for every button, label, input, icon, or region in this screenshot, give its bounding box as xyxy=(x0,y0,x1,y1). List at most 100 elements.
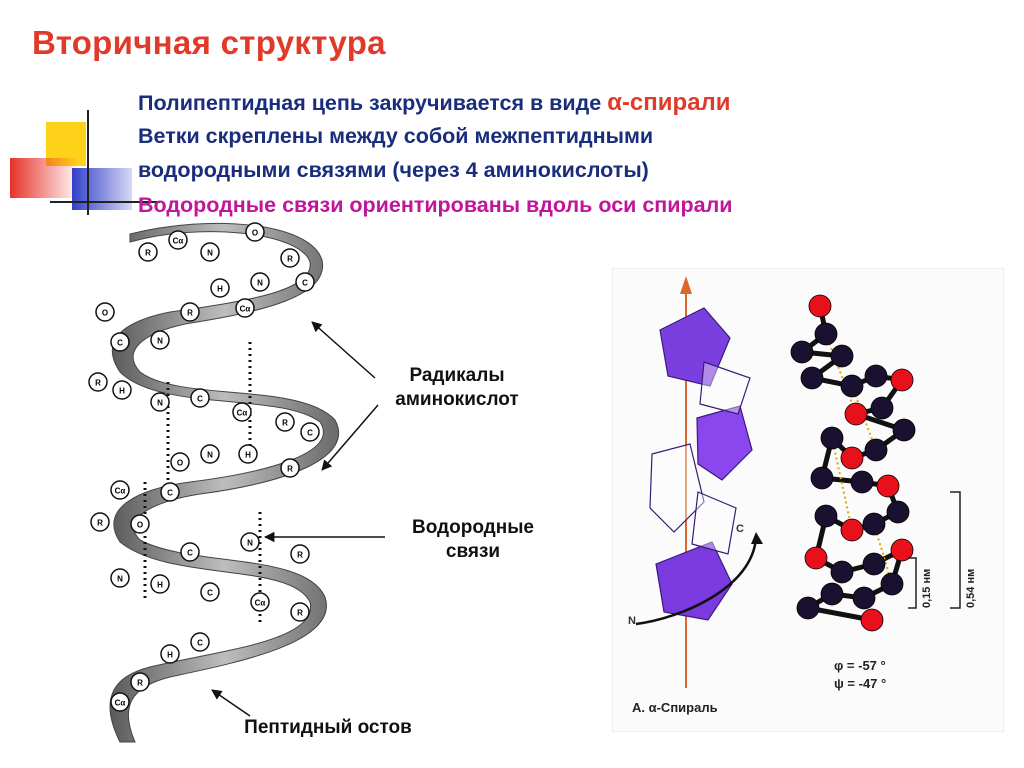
atom xyxy=(190,632,210,652)
atom-letter: Cα xyxy=(115,487,126,496)
atom xyxy=(160,644,180,664)
atom xyxy=(150,330,170,350)
atom xyxy=(150,392,170,412)
bullet-line-2: Ветки скреплены между собой межпептидным… xyxy=(138,124,654,148)
atom-letter: H xyxy=(245,451,251,460)
bullet-line-4: Водородные связи ориентированы вдоль оси… xyxy=(138,193,733,217)
oxygen-atom xyxy=(808,294,832,318)
atom-letter: N xyxy=(157,399,163,408)
atom xyxy=(232,402,252,422)
carbon-atom xyxy=(892,418,916,442)
oxygen-atom xyxy=(804,546,828,570)
atom xyxy=(170,452,190,472)
atom xyxy=(210,278,230,298)
atom xyxy=(90,512,110,532)
figure-caption: А. α-Спираль xyxy=(632,700,718,715)
bullet-line-3: водородными связями (через 4 аминокислот… xyxy=(138,158,649,182)
peptide-planes xyxy=(649,307,753,621)
atom-letter: C xyxy=(117,339,123,348)
dimension-brackets xyxy=(908,491,961,609)
dim-015: 0,15 нм xyxy=(921,569,933,608)
plane-4 xyxy=(699,361,751,415)
atom xyxy=(238,444,258,464)
atom-letter: R xyxy=(297,551,303,560)
hydrogen-bond-dotted xyxy=(825,333,857,415)
atom xyxy=(250,272,270,292)
atom xyxy=(130,672,150,692)
atom xyxy=(190,388,210,408)
atom xyxy=(250,592,270,612)
carbon-atom xyxy=(820,582,844,606)
plane-3 xyxy=(655,541,733,621)
oxygen-atom xyxy=(840,446,864,470)
carbon-atom xyxy=(852,586,876,610)
plane-2 xyxy=(696,405,753,481)
atom-letter: C xyxy=(302,279,308,288)
atom xyxy=(110,692,130,712)
carbon-atom xyxy=(810,466,834,490)
psi-angle: ψ = -47 ° xyxy=(834,676,886,691)
label-hydrogen-bonds: Водородные связи xyxy=(411,517,535,562)
ball-and-stick-model xyxy=(790,294,916,632)
atom-letter: Cα xyxy=(240,305,251,314)
plane-1 xyxy=(659,307,731,387)
bullet-line-1-text: Полипептидная цепь закручивается в виде xyxy=(138,91,608,115)
atom-letter: H xyxy=(157,581,163,590)
carbon-atom xyxy=(862,552,886,576)
carbon-atom xyxy=(790,340,814,364)
oxygen-atom xyxy=(860,608,884,632)
atom-letter: R xyxy=(187,309,193,318)
atom-letter: H xyxy=(119,387,125,396)
atom-letter: R xyxy=(95,379,101,388)
atom xyxy=(290,602,310,622)
atom xyxy=(110,480,130,500)
carbon-atom xyxy=(864,438,888,462)
atom xyxy=(290,544,310,564)
atom xyxy=(180,302,200,322)
atom-letter: R xyxy=(97,519,103,528)
atom xyxy=(168,230,188,250)
oxygen-atom xyxy=(876,474,900,498)
atom-letter: R xyxy=(297,609,303,618)
carbon-atom xyxy=(830,560,854,584)
carbon-atom xyxy=(814,504,838,528)
phi-angle: φ = -57 ° xyxy=(834,658,886,673)
carbon-atom xyxy=(840,374,864,398)
atom-letter: Cα xyxy=(255,599,266,608)
atom-letter: C xyxy=(207,589,213,598)
atom-letter: R xyxy=(287,465,293,474)
atom xyxy=(280,458,300,478)
atom-letter: Cα xyxy=(173,237,184,246)
atom-letter: C xyxy=(197,395,203,404)
atom xyxy=(160,482,180,502)
atom-letter: C xyxy=(187,549,193,558)
carbon-atom xyxy=(864,364,888,388)
atom xyxy=(300,422,320,442)
label-c-terminus: C xyxy=(736,523,744,535)
blue-square xyxy=(72,168,132,210)
atom xyxy=(200,242,220,262)
rotation-arrow xyxy=(635,537,758,626)
label-radicals: Радикалы аминокислот xyxy=(395,365,519,410)
plane-5 xyxy=(649,443,705,533)
atom xyxy=(130,514,150,534)
atom xyxy=(138,242,158,262)
red-square xyxy=(10,158,80,198)
atom xyxy=(280,248,300,268)
atom-letter: H xyxy=(167,651,173,660)
atom-letter: N xyxy=(207,451,213,460)
carbon-atom xyxy=(886,500,910,524)
slide-title: Вторичная структура xyxy=(32,24,386,61)
oxygen-atom xyxy=(844,402,868,426)
alpha-helix-figure: N C 0,15 нм 0,54 нм φ = -57 ° ψ = -47 ° … xyxy=(612,268,1004,732)
alpha-helix-emphasis: α-спирали xyxy=(607,89,731,116)
atom-letter: O xyxy=(137,521,143,530)
axis-arrowhead xyxy=(680,276,692,294)
atom-letter: Cα xyxy=(237,409,248,418)
atom-letter: Cα xyxy=(115,699,126,708)
atom-letter: O xyxy=(252,229,258,238)
atom xyxy=(235,298,255,318)
ribbon-backbone xyxy=(109,222,340,743)
carbon-atom xyxy=(880,572,904,596)
